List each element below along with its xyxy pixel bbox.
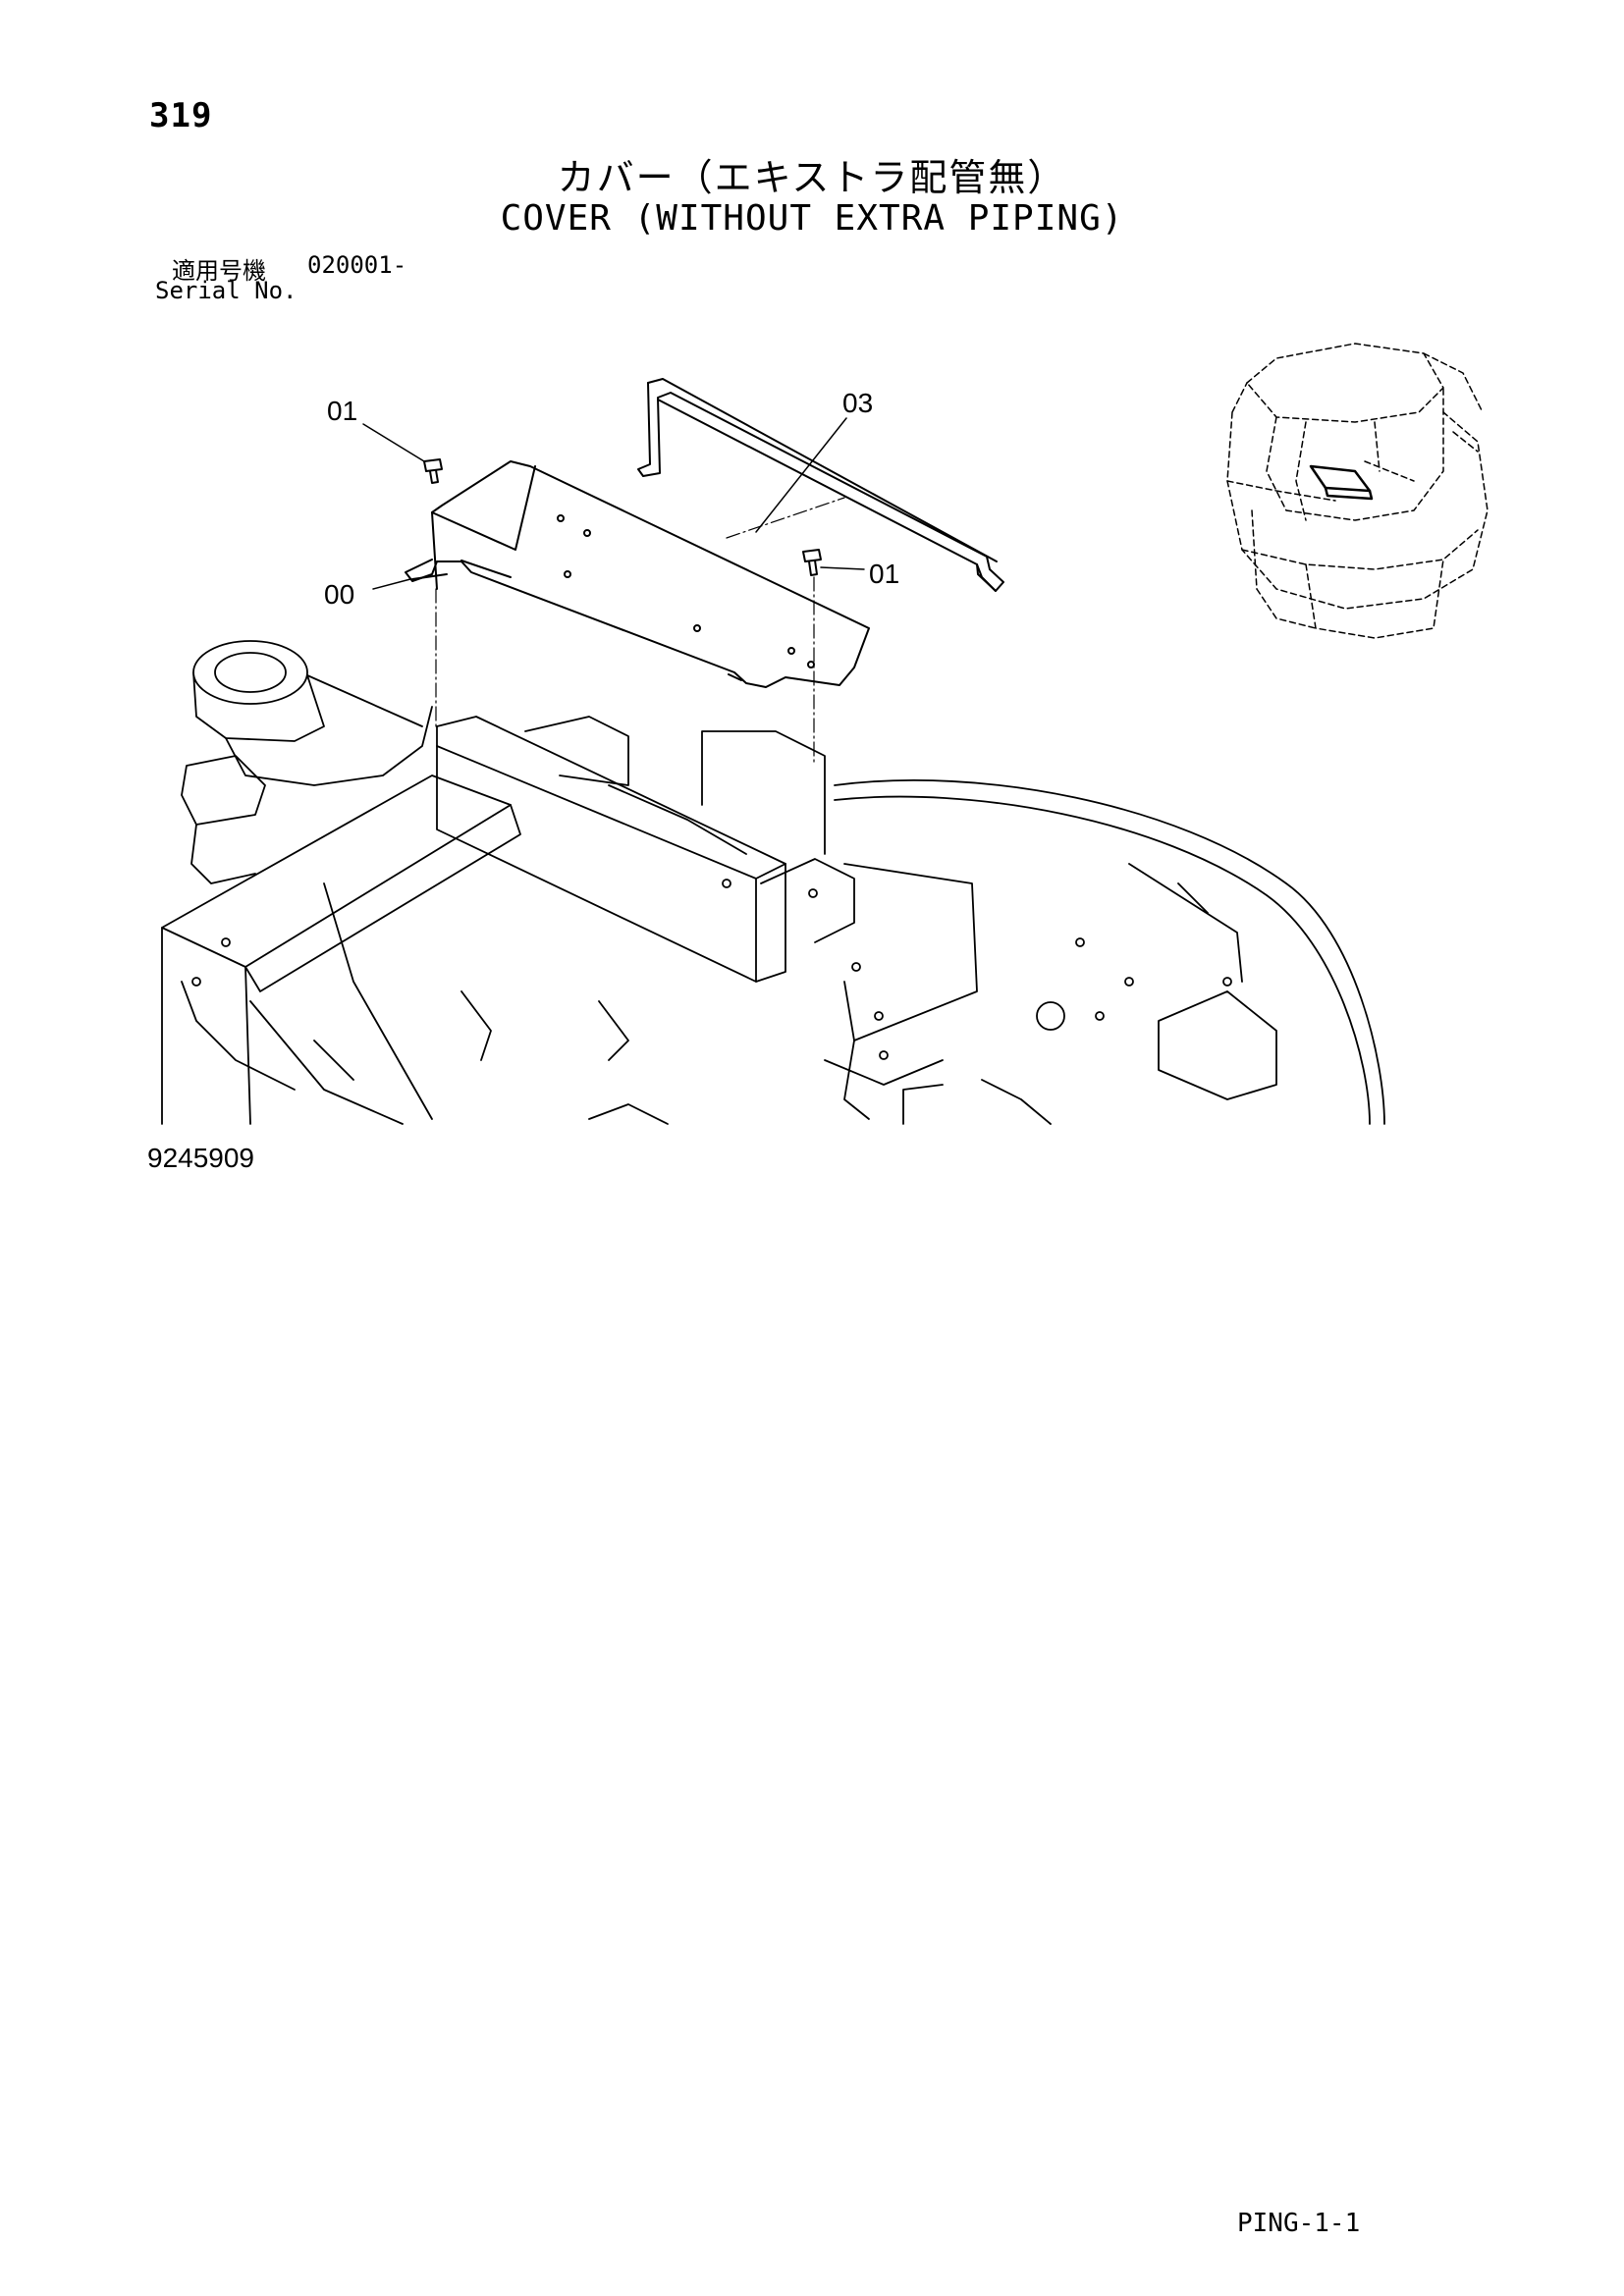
callout-01-right: 01 xyxy=(869,559,899,589)
page-title-japanese: カバー（エキストラ配管無） xyxy=(557,156,1067,199)
page-number: 319 xyxy=(149,96,213,135)
part-00-cover xyxy=(405,460,870,688)
page-title-english: COVER (WITHOUT EXTRA PIPING) xyxy=(500,198,1124,239)
callout-03: 03 xyxy=(842,388,873,418)
serial-label-english: Serial No. xyxy=(155,277,298,304)
serial-label-japanese: 適用号機 xyxy=(172,257,266,285)
alignment-lines xyxy=(435,497,845,767)
callout-01-left: 01 xyxy=(327,396,357,426)
callout-00: 00 xyxy=(324,579,354,610)
serial-value: 020001- xyxy=(307,251,407,279)
callout-labels: 01 03 00 01 xyxy=(324,388,899,610)
base-frame xyxy=(161,640,1385,1125)
machine-overview-inset xyxy=(1226,343,1489,639)
bolt-01-right xyxy=(802,549,822,576)
bolt-01-left xyxy=(423,458,443,484)
leader-lines xyxy=(362,417,865,590)
figure-number: 9245909 xyxy=(147,1143,255,1173)
part-03-bar xyxy=(637,378,1004,592)
inset-highlight-part xyxy=(1309,464,1374,501)
footer-page-code: PING-1-1 xyxy=(1237,2209,1361,2238)
